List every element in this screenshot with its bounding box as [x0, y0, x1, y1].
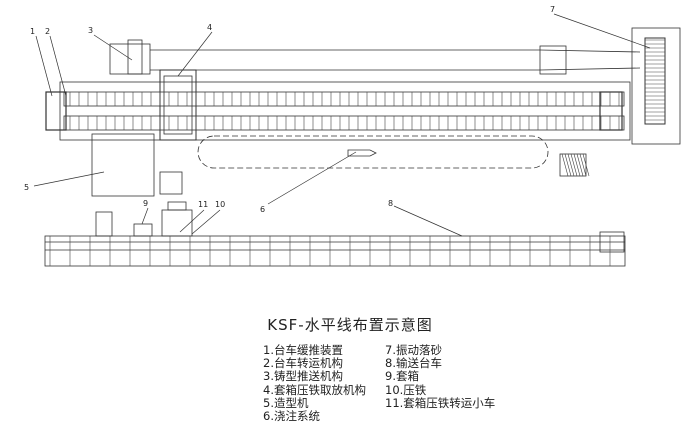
legend-item: 9.套箱: [385, 369, 419, 384]
bridge-end: [539, 45, 567, 75]
callout-5: 5: [24, 183, 29, 192]
legend-item: 6.浇注系统: [263, 409, 320, 424]
diagram-title: KSF-水平线布置示意图: [267, 316, 433, 334]
legend-item: 10.压铁: [385, 382, 427, 397]
legend-left: 1.台车缓推装置 2.台车转运机构 3.铸型推送机构 4.套箱压铁取放机构 5.…: [263, 343, 366, 424]
legend-item: 1.台车缓推装置: [263, 343, 343, 357]
callout-2: 2: [45, 27, 50, 36]
legend-item: 3.铸型推送机构: [263, 369, 343, 384]
legend-item: 8.输送台车: [385, 356, 442, 371]
callout-7: 7: [550, 5, 555, 14]
right-end-unit: [599, 91, 623, 131]
machine-11: [161, 209, 193, 237]
machine-9: [133, 223, 153, 237]
callout-4: 4: [207, 23, 212, 32]
flow-arrow: [347, 149, 377, 157]
legend-right: 7.振动落砂 8.输送台车 9.套箱 10.压铁 11.套箱压铁转运小车: [385, 343, 496, 410]
roller-tick: [576, 153, 584, 177]
upper-track-lane-1: [63, 91, 625, 107]
roller-tick: [561, 153, 569, 177]
pouring-loop: [197, 135, 549, 169]
right-end-unit-low: [599, 231, 625, 253]
left-end-unit: [45, 91, 67, 131]
conveyor-frame: [44, 235, 626, 267]
legend-item: 7.振动落砂: [385, 343, 442, 357]
callout-11: 11: [198, 200, 208, 209]
roller-tick: [570, 153, 578, 177]
upper-track-lane-2: [63, 115, 625, 131]
callout-9: 9: [143, 199, 148, 208]
roller-tick: [579, 153, 587, 177]
shakeout-frame: [631, 27, 681, 145]
callout-1: 1: [30, 27, 35, 36]
roller-tick: [567, 153, 575, 177]
upper-track-outer: [59, 81, 631, 141]
legend-item: 2.台车转运机构: [263, 356, 343, 371]
roller-tick: [564, 153, 572, 177]
side-box: [95, 211, 113, 237]
callout-8: 8: [388, 199, 393, 208]
molding-machine-area: [91, 133, 155, 197]
layout-drawing: 1 2 3 4 5 6 7 8 9 10 11: [24, 5, 681, 267]
legend-item: 5.造型机: [263, 395, 309, 410]
legend-item: 11.套箱压铁转运小车: [385, 395, 496, 410]
callout-3: 3: [88, 26, 93, 35]
roller-tick: [573, 153, 581, 177]
callout-6: 6: [260, 205, 265, 214]
callout-10: 10: [215, 200, 225, 209]
shakeout-grid: [644, 37, 666, 125]
roller-tick: [582, 153, 590, 177]
legend-item: 4.套箱压铁取放机构: [263, 382, 366, 397]
